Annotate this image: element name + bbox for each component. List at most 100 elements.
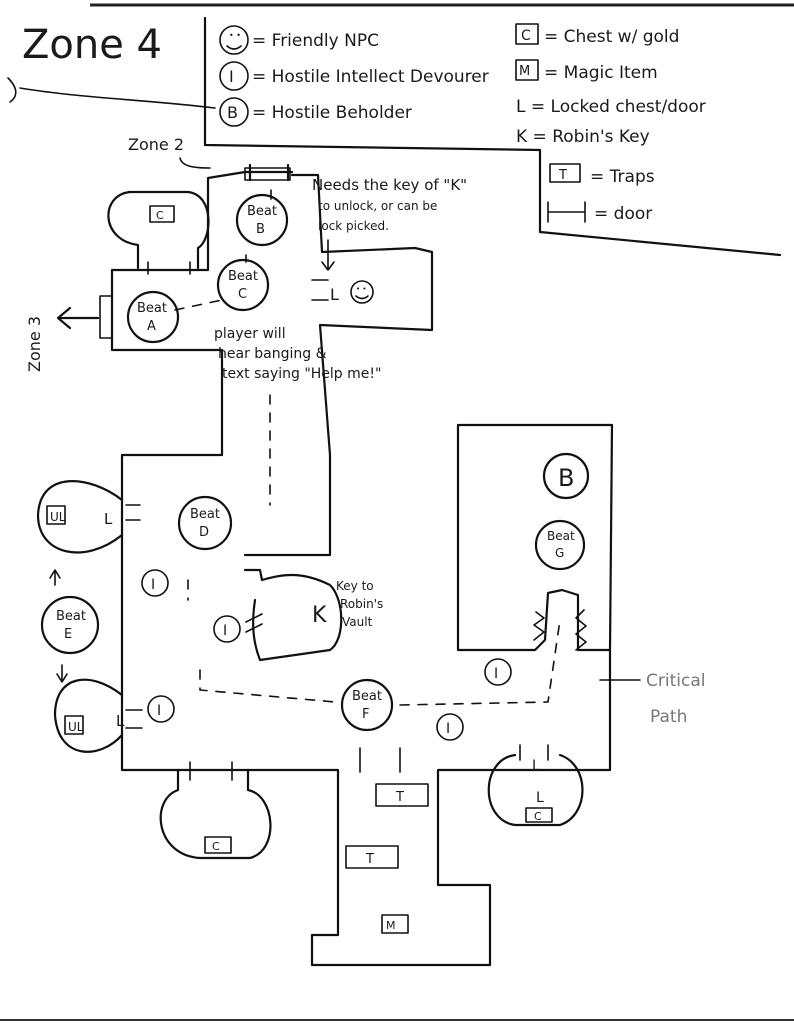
chest-nw-label: C — [156, 209, 164, 222]
svg-text:I: I — [223, 623, 227, 639]
smile-mouth — [226, 45, 242, 50]
beat-d-circle[interactable] — [177, 495, 233, 551]
north-door-box — [244, 167, 291, 181]
trap-zigzag-right — [575, 609, 587, 651]
chest-se — [525, 807, 553, 823]
note-key-room-3: Vault — [342, 615, 373, 629]
note-arrow — [321, 239, 335, 271]
zone3-door — [99, 295, 113, 339]
beat-a-circle[interactable] — [126, 290, 180, 344]
chest-nw — [149, 205, 175, 223]
beat-e-circle[interactable] — [40, 595, 100, 655]
room-west-ul-upper — [36, 480, 124, 554]
magic-item[interactable] — [381, 914, 409, 934]
beat-c-letter: C — [238, 287, 247, 302]
intellect-marker-2[interactable] — [213, 615, 241, 643]
legend-friendly-npc-icon — [219, 25, 249, 55]
page-title: Zone 4 — [22, 22, 162, 68]
beholder-label: B — [558, 464, 574, 492]
legend-magic-symbol: M — [519, 64, 530, 79]
beat-b-circle[interactable] — [235, 193, 289, 247]
wall-east-hall — [243, 173, 434, 557]
wall-main — [110, 170, 614, 967]
beat-g-letter: G — [555, 546, 564, 560]
legend-border — [203, 16, 782, 257]
legend-chest-symbol: C — [521, 28, 531, 44]
room-se-locked — [487, 753, 584, 827]
legend-traps: = Traps — [590, 167, 655, 187]
legend-intellect-symbol: I — [229, 67, 234, 86]
legend-trap-icon — [549, 163, 581, 183]
trap-lower-label: T — [365, 852, 374, 867]
intellect-marker-1[interactable] — [141, 569, 169, 597]
beat-g-word: Beat — [547, 529, 575, 543]
magic-item-label: M — [386, 919, 396, 932]
intellect-marker-3[interactable] — [147, 695, 175, 723]
zone2-arrow — [179, 157, 211, 169]
door-west-upper — [125, 504, 141, 521]
legend-intellect-devourer: = Hostile Intellect Devourer — [252, 67, 489, 87]
beat-e-word: Beat — [56, 609, 86, 624]
beat-g-circle[interactable] — [534, 519, 586, 571]
legend-chest: = Chest w/ gold — [544, 27, 679, 47]
chest-south-label: C — [212, 840, 220, 853]
note-key-room-2: Robin's — [340, 597, 383, 611]
arrow-down-e — [56, 664, 68, 683]
lock-east-hall: L — [330, 285, 339, 304]
critical-path — [174, 189, 561, 706]
note-key-2: to unlock, or can be — [318, 199, 437, 213]
note-banging-3: text saying "Help me!" — [222, 366, 381, 382]
legend-beholder-icon — [219, 97, 249, 127]
trap-upper-label: T — [395, 790, 404, 805]
intellect-marker-4[interactable] — [484, 658, 512, 686]
legend-beholder-symbol: B — [227, 103, 238, 122]
beat-d-word: Beat — [190, 507, 220, 522]
lock-se-chest: L — [536, 790, 544, 806]
beat-a-word: Beat — [137, 301, 167, 316]
beat-c-circle[interactable] — [216, 258, 270, 312]
svg-text:I: I — [157, 703, 161, 719]
svg-text:• •: • • — [229, 31, 241, 40]
note-banging-1: player will — [214, 326, 286, 342]
beat-e-letter: E — [64, 627, 72, 642]
lock-west-lower: L — [116, 712, 125, 730]
door-key-room — [245, 613, 263, 633]
zone3-label: Zone 3 — [25, 316, 44, 372]
beat-f-circle[interactable] — [340, 678, 394, 732]
zone3-arrow — [56, 306, 100, 330]
legend-trap-symbol: T — [558, 168, 567, 183]
ul-lower-label: UL — [68, 720, 84, 734]
room-key — [243, 568, 343, 662]
title-underline — [19, 87, 216, 109]
legend-magic-item: = Magic Item — [544, 63, 658, 83]
critical-path-label-2: Path — [650, 707, 687, 727]
beat-b-word: Beat — [247, 204, 277, 219]
friendly-npc-smile — [355, 295, 369, 300]
legend-locked: L = Locked chest/door — [516, 97, 706, 117]
beat-a-letter: A — [147, 319, 156, 334]
ul-box-lower — [64, 715, 84, 735]
beholder-marker[interactable] — [542, 452, 590, 500]
trap-upper — [375, 783, 429, 807]
room-south-doors — [189, 761, 233, 781]
beat-f-letter: F — [362, 707, 369, 722]
beat-f-word: Beat — [352, 689, 382, 704]
legend-intellect-icon — [219, 61, 249, 91]
svg-text:I: I — [494, 666, 498, 682]
chest-south — [204, 836, 232, 854]
trap-lower — [345, 845, 399, 869]
note-key-3: lock picked. — [318, 219, 389, 233]
lock-west-upper: L — [104, 510, 113, 528]
svg-text:• •: • • — [356, 285, 366, 293]
title-swirl — [7, 77, 17, 103]
intellect-marker-5[interactable] — [436, 713, 464, 741]
note-key-1: Needs the key of "K" — [312, 176, 467, 194]
svg-text:I: I — [446, 721, 450, 737]
friendly-npc-icon[interactable] — [350, 280, 374, 304]
svg-text:I: I — [151, 577, 155, 593]
robins-key-marker[interactable]: K — [312, 603, 327, 628]
note-banging-2: hear banging & — [218, 346, 327, 362]
trap-zigzag-left — [533, 611, 545, 641]
legend-door-icon — [547, 201, 586, 223]
